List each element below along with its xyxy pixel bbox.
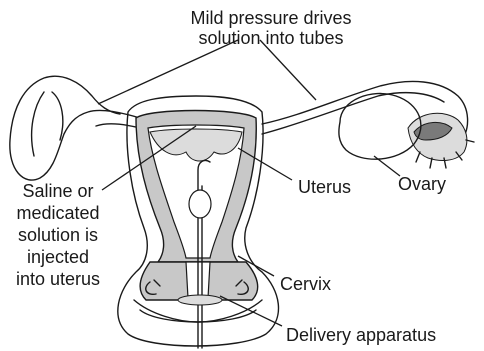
cervix-label: Cervix [280,274,331,294]
saline-label-line4: injected [27,247,89,267]
left-fallopian-tube [10,76,140,180]
right-fimbria [408,113,474,168]
pressure-label-line2: solution into tubes [198,28,343,48]
cervix [140,262,257,300]
uterus-label: Uterus [298,177,351,197]
uterine-wall [136,111,256,263]
saline-label-line3: solution is [18,225,98,245]
ovary-label: Ovary [398,174,446,194]
pressure-label-line1: Mild pressure drives [190,8,351,28]
delivery-apparatus-label: Delivery apparatus [286,325,436,345]
saline-label-line2: medicated [16,203,99,223]
saline-label-line1: Saline or [22,181,93,201]
saline-label-line5: into uterus [16,269,100,289]
